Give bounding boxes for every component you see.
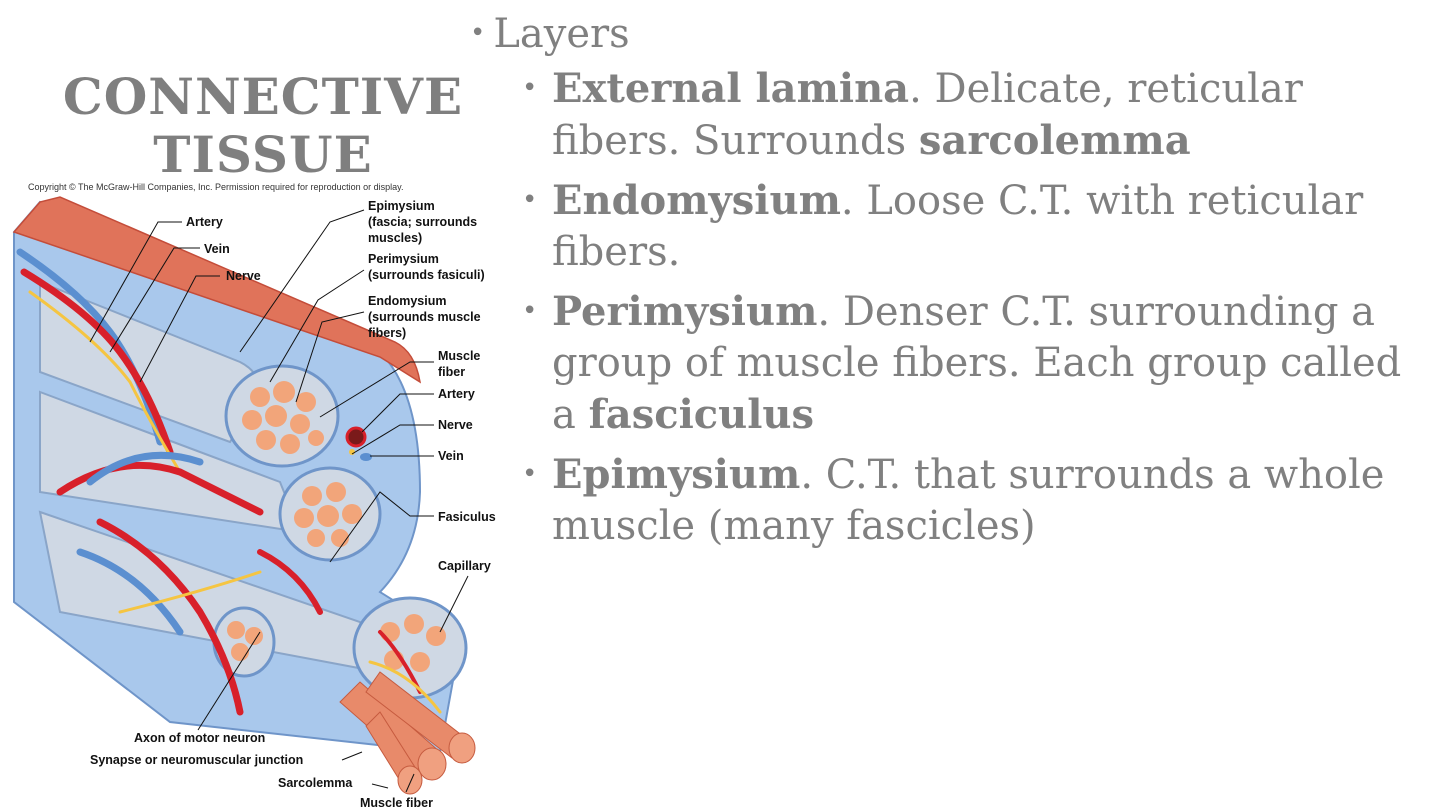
heading-bullet: •Layers <box>470 8 1430 59</box>
list-item: • Perimysium. Denser C.T. surrounding a … <box>522 286 1430 441</box>
slide-title: CONNECTIVE TISSUE <box>58 68 468 184</box>
label-nerve: Nerve <box>226 269 261 283</box>
bullet-dot: • <box>522 459 538 489</box>
label-fasiculus: Fasiculus <box>438 510 496 524</box>
list-item: • External lamina. Delicate, reticular f… <box>522 63 1430 167</box>
term: Endomysium <box>552 177 841 224</box>
label-endomysium-3: fibers) <box>368 326 406 340</box>
label-epimysium-2: (fascia; surrounds <box>368 215 477 229</box>
bullet-dot: • <box>522 73 538 103</box>
vein-section <box>360 453 372 461</box>
layer-list: • External lamina. Delicate, reticular f… <box>470 63 1430 552</box>
label-nerve-right: Nerve <box>438 418 473 432</box>
title-line-2: TISSUE <box>153 125 373 184</box>
bullet-content: •Layers • External lamina. Delicate, ret… <box>470 8 1430 560</box>
label-sarcolemma: Sarcolemma <box>278 776 353 790</box>
nerve-section <box>349 449 355 455</box>
label-axon: Axon of motor neuron <box>134 731 265 745</box>
label-muscle-fiber-bottom: Muscle fiber <box>360 796 433 810</box>
artery-section <box>345 426 367 448</box>
fascicle-1 <box>224 364 340 468</box>
label-artery: Artery <box>186 215 223 229</box>
label-endomysium-2: (surrounds muscle <box>368 310 481 324</box>
label-endomysium: Endomysium <box>368 294 447 308</box>
bullet-dot: • <box>470 18 486 48</box>
label-synapse: Synapse or neuromuscular junction <box>90 753 303 767</box>
bullet-dot: • <box>522 185 538 215</box>
fascicle-2 <box>278 466 382 562</box>
bullet-dot: • <box>522 296 538 326</box>
list-item: • Endomysium. Loose C.T. with reticular … <box>522 175 1430 278</box>
label-muscle-fiber-right: Muscle <box>438 349 480 363</box>
label-artery-right: Artery <box>438 387 475 401</box>
label-epimysium-3: muscles) <box>368 231 422 245</box>
description: . Delicate, reticular fibers. Surrounds <box>552 66 1303 164</box>
title-line-1: CONNECTIVE <box>62 67 464 126</box>
label-muscle-fiber-right-2: fiber <box>438 365 465 379</box>
muscle-illustration: Artery Vein Nerve Epimysium (fascia; sur… <box>12 196 496 810</box>
copyright-notice: Copyright © The McGraw-Hill Companies, I… <box>28 182 404 192</box>
label-vein: Vein <box>204 242 230 256</box>
term-secondary: fasciculus <box>588 391 814 438</box>
epimysium-top <box>12 196 422 384</box>
label-vein-right: Vein <box>438 449 464 463</box>
description: . C.T. that surrounds a whole muscle (ma… <box>552 452 1385 549</box>
description: . Denser C.T. surrounding a group of mus… <box>552 289 1402 438</box>
description: . Loose C.T. with reticular fibers. <box>552 178 1364 275</box>
label-capillary: Capillary <box>438 559 491 573</box>
term: Epimysium <box>552 451 801 498</box>
protruding-fibers <box>339 671 476 795</box>
muscle-anatomy-figure: Artery Vein Nerve Epimysium (fascia; sur… <box>0 192 520 810</box>
vessels <box>16 248 442 716</box>
fascicle-3 <box>212 606 276 678</box>
list-item: • Epimysium. C.T. that surrounds a whole… <box>522 449 1430 552</box>
label-epimysium: Epimysium <box>368 199 435 213</box>
term: External lamina <box>552 65 910 112</box>
label-perimysium: Perimysium <box>368 252 439 266</box>
term: Perimysium <box>552 288 818 335</box>
term-secondary: sarcolemma <box>918 117 1191 164</box>
label-perimysium-2: (surrounds fasiculi) <box>368 268 485 282</box>
heading-text: Layers <box>493 11 630 57</box>
